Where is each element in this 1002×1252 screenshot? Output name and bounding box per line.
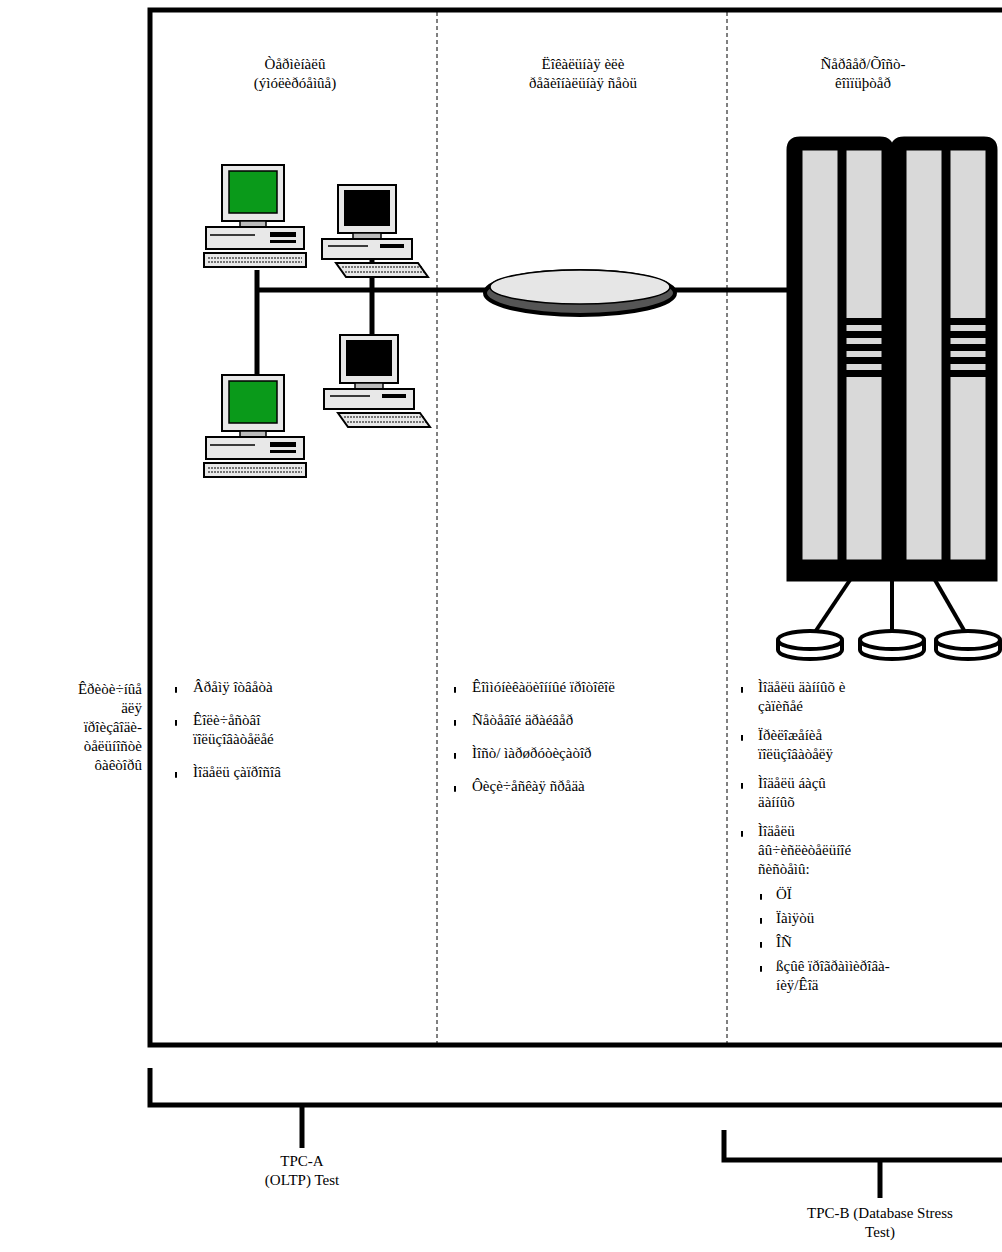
factor-item: Êîììóíèêàöèîííûé ïðîòîêîë (472, 678, 642, 697)
bullet-mark (741, 687, 743, 693)
factor-item: Ìîäåëü áàçû äàííûõ (758, 774, 858, 812)
column-band: Ëîêàëüíàÿ èëè ðåãèîíàëüíàÿ ñåòüÊîììóíèêà… (438, 13, 727, 1043)
factor-item: ßçûê ïðîãðàììèðîâà-íèÿ/Êîä (776, 957, 894, 995)
bullet-mark (760, 966, 762, 972)
factor-item: Ìîäåëü çàïðîñîâ (193, 763, 343, 782)
factor-item: Ìîäåëü âû÷èñëèòåëüíîé ñèñòåìû: (758, 822, 870, 879)
factor-item: Êîëè÷åñòâî ïîëüçîâàòåëåé (193, 711, 333, 749)
bullet-mark (454, 720, 456, 726)
factor-item: Âðåìÿ îòâåòà (193, 678, 343, 697)
factor-item: ÎÑ (776, 933, 896, 952)
side-caption: Êðèòè÷íûå äëÿ ïðîèçâîäè-òåëüíîñòè ôàêòîð… (66, 680, 142, 775)
bullet-mark (741, 735, 743, 741)
bullet-mark (454, 786, 456, 792)
column-band: Òåðìèíàëû (ýìóëèðóåìûå) Âðåìÿ îòâåòàÊîëè÷… (153, 13, 437, 1043)
test-label: TPC-B (Database Stress Test) (806, 1204, 954, 1242)
bullet-mark (454, 687, 456, 693)
factor-item: Ìîäåëü äàííûõ è çàïèñåé (758, 678, 878, 716)
bullet-mark (741, 831, 743, 837)
bullet-mark (741, 783, 743, 789)
factor-item: Ñåòåâîé äðàéâåð (472, 711, 642, 730)
bullet-mark (175, 772, 177, 778)
factor-item: ÖÏ (776, 885, 896, 904)
bullet-mark (760, 942, 762, 948)
column-heading: Ëîêàëüíàÿ èëè ðåãèîíàëüíàÿ ñåòü (508, 55, 658, 93)
test-label: TPC-A (OLTP) Test (258, 1152, 346, 1190)
column-heading: Ñåðâåð/Õîñò-êîìïüþòåð (803, 55, 923, 93)
bullet-mark (454, 753, 456, 759)
factor-item: Ôèçè÷åñêàÿ ñðåäà (472, 777, 642, 796)
factor-item: Ïðèëîæåíèå ïîëüçîâàòåëÿ (758, 726, 878, 764)
factor-item: Ìîñò/ ìàðøðóòèçàòîð (472, 744, 592, 763)
column-heading: Òåðìèíàëû (ýìóëèðóåìûå) (235, 55, 355, 93)
bullet-mark (175, 687, 177, 693)
bullet-mark (760, 894, 762, 900)
column-band: Ñåðâåð/Õîñò-êîìïüþòåðÌîäåëü äàííûõ è çàï… (728, 13, 1002, 1043)
bullet-mark (175, 720, 177, 726)
factor-item: Ïàìÿòü (776, 909, 896, 928)
bullet-mark (760, 918, 762, 924)
